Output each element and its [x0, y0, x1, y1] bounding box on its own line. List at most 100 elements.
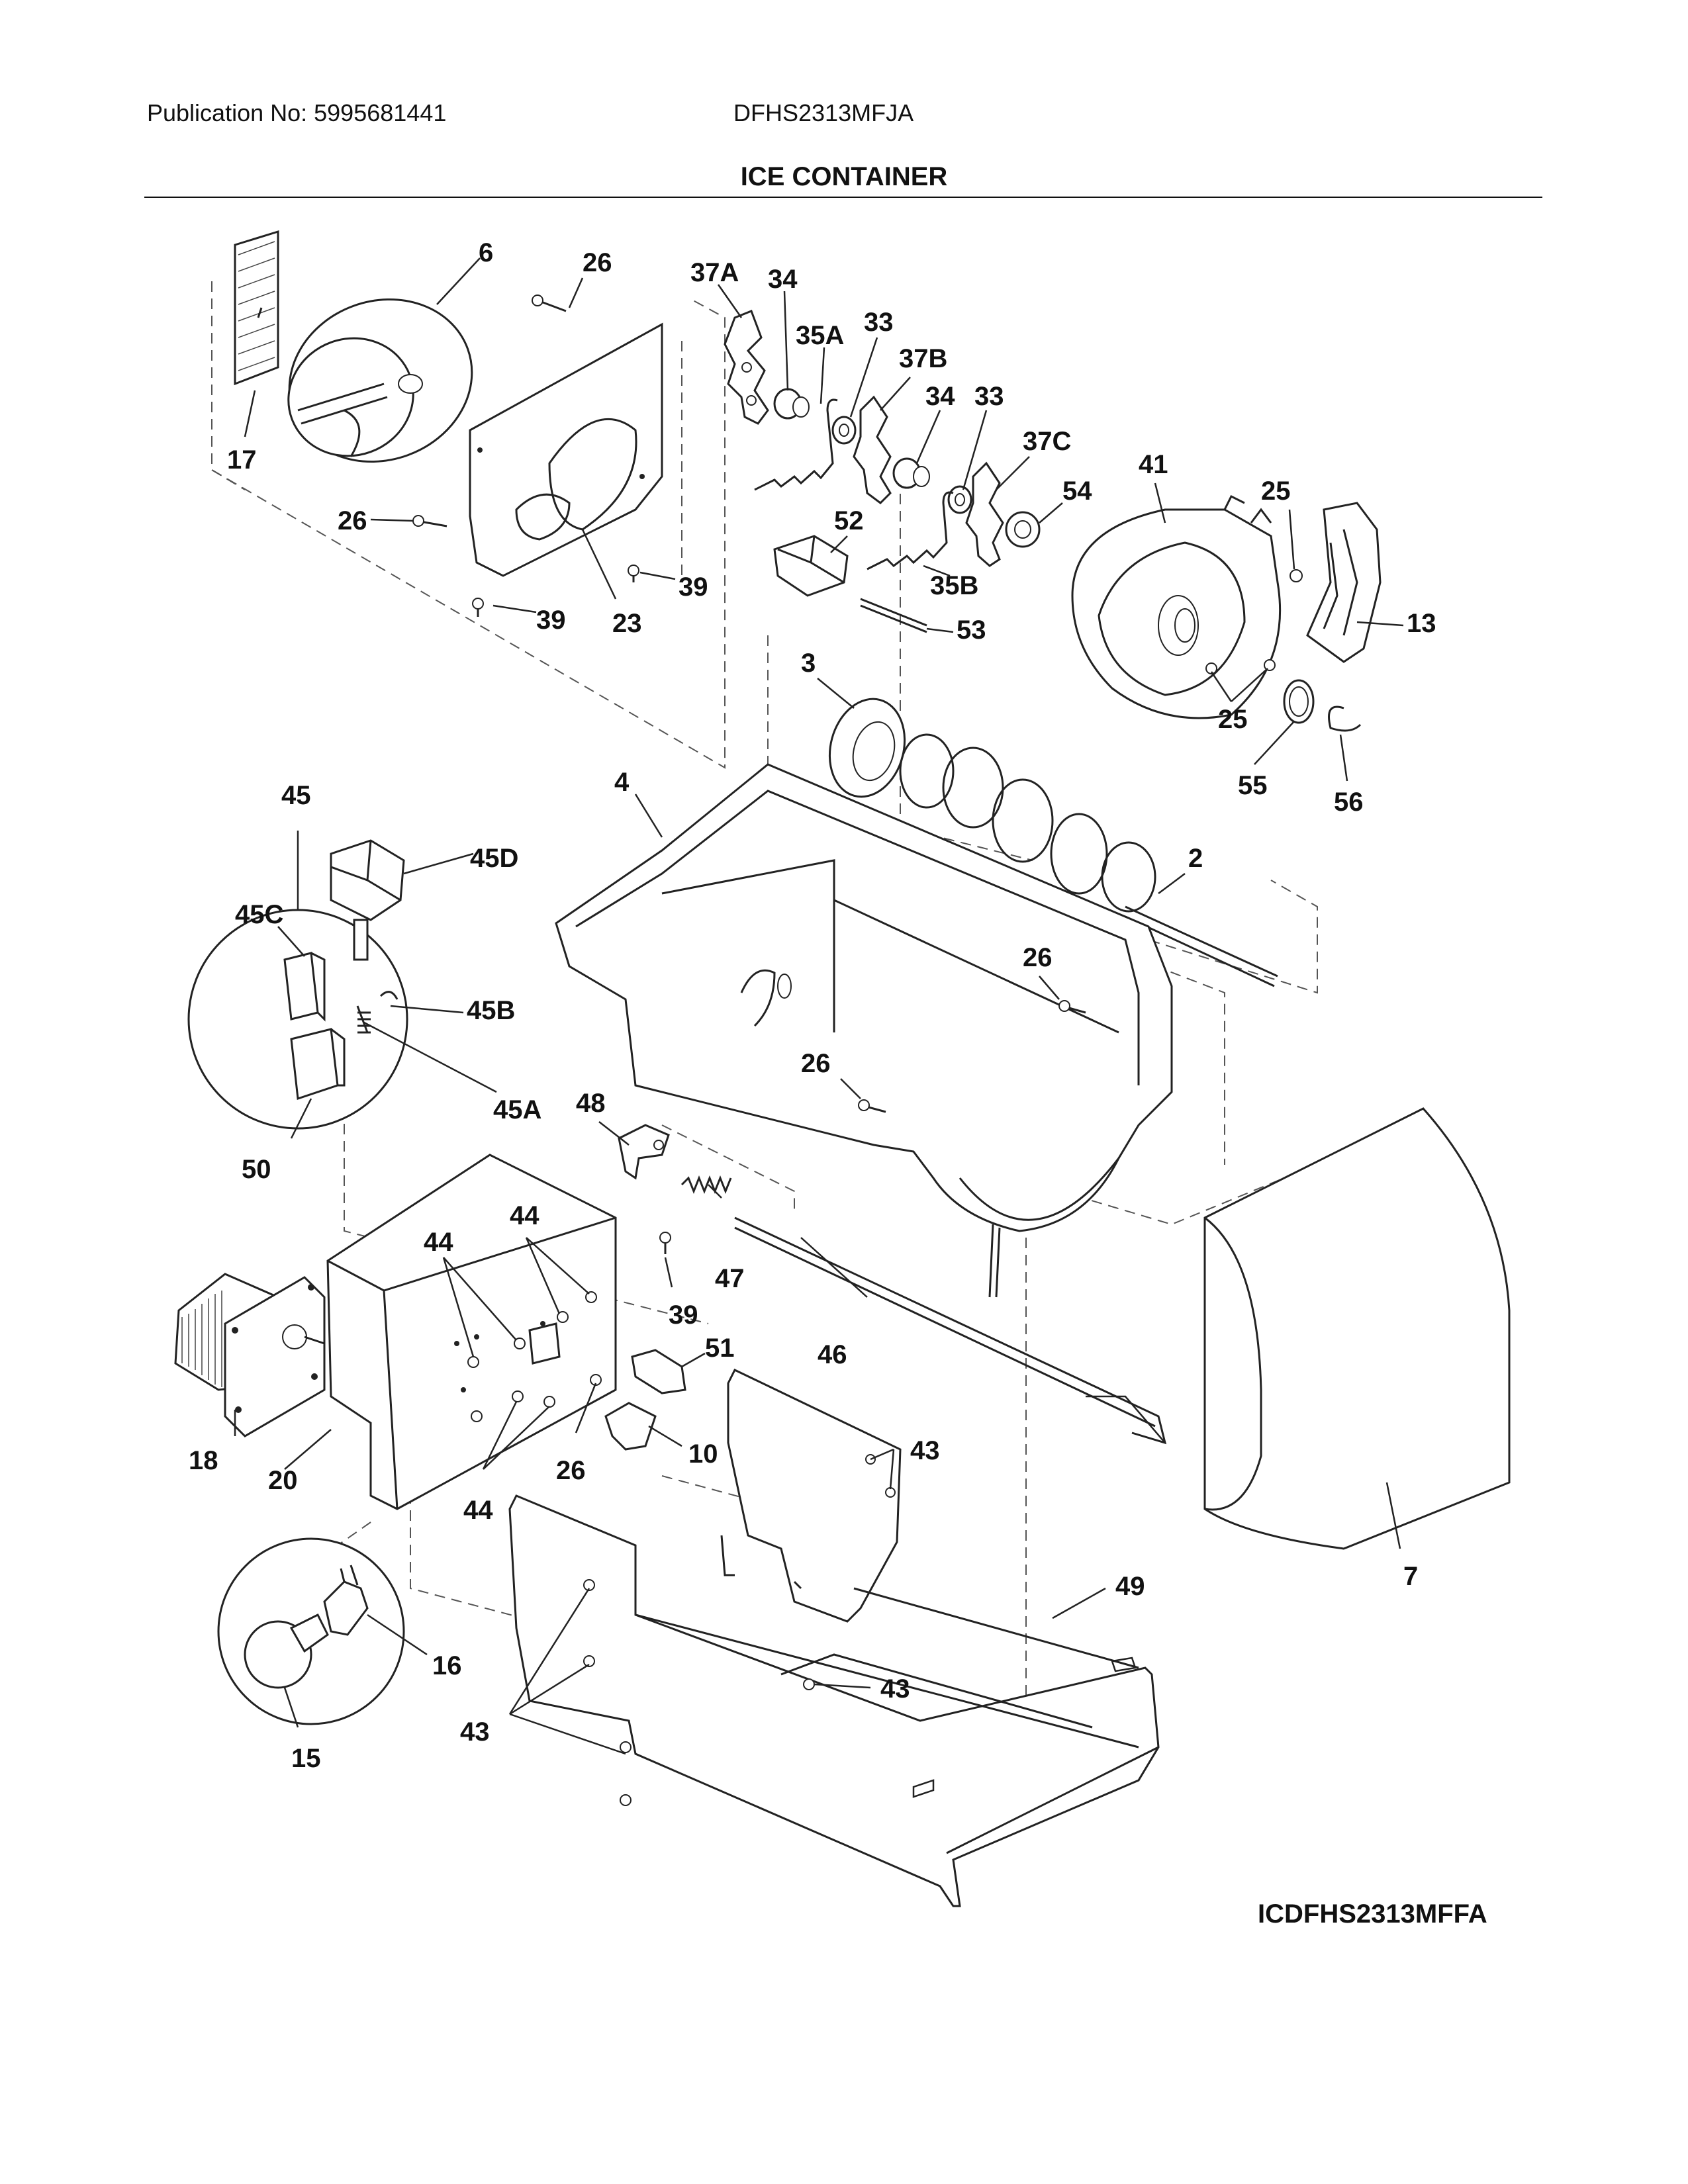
callout-26: 26: [338, 506, 367, 535]
callout-39: 39: [669, 1300, 698, 1330]
callout-39: 39: [679, 572, 708, 602]
callout-labels: 17 6 26 26 23 39 39 37A 34 35A 33 37B 34…: [189, 238, 1436, 1773]
callout-41: 41: [1139, 450, 1168, 479]
callout-45B: 45B: [467, 996, 515, 1025]
callout-33: 33: [974, 382, 1004, 411]
callout-47: 47: [715, 1264, 745, 1293]
part-6-fan-housing: [287, 298, 473, 463]
callout-10: 10: [688, 1439, 718, 1469]
callout-16: 16: [432, 1651, 462, 1680]
part-4-ice-bin: [555, 763, 1173, 1298]
part-53-pin: [860, 598, 927, 633]
callout-51: 51: [705, 1334, 735, 1363]
callout-23: 23: [612, 609, 642, 638]
screws-upper-left: [412, 295, 639, 617]
part-13-deflector: [1306, 502, 1382, 663]
callout-37C: 37C: [1023, 427, 1071, 456]
part-46-rod: [734, 1216, 1167, 1445]
screws-25: [1205, 569, 1303, 674]
callout-54: 54: [1062, 477, 1092, 506]
part-56-clip: [1328, 705, 1362, 732]
callout-2: 2: [1188, 844, 1203, 873]
callout-7: 7: [1403, 1562, 1418, 1591]
callout-26: 26: [583, 248, 612, 277]
part-7-front-cover: [1203, 1107, 1511, 1550]
callout-45: 45: [281, 781, 311, 810]
callout-35A: 35A: [796, 321, 844, 350]
part-35A-spring: [754, 398, 838, 491]
screws-44-and-26: [467, 1291, 602, 1422]
part-3-retainer: [828, 698, 906, 798]
callout-56: 56: [1334, 788, 1364, 817]
callout-26: 26: [1023, 943, 1053, 972]
part-18-auger-motor: [174, 1273, 326, 1437]
part-37B-gear-arm: [853, 395, 892, 504]
part-10-actuator: [604, 1402, 657, 1451]
callout-37A: 37A: [690, 258, 739, 287]
part-55-ring: [1283, 679, 1315, 724]
callout-20: 20: [268, 1466, 298, 1495]
part-45-solenoid-inset: [187, 839, 408, 1130]
part-48-bracket: [618, 1124, 670, 1180]
part-34-bushing: [773, 388, 930, 489]
callout-37B: 37B: [899, 344, 947, 373]
title-divider: [144, 197, 1542, 198]
part-20-motor-bracket: [326, 1154, 617, 1510]
leader-lines: [234, 257, 1404, 1755]
callout-15: 15: [291, 1744, 321, 1773]
callout-45A: 45A: [493, 1095, 541, 1124]
callout-25: 25: [1218, 705, 1248, 734]
diagram-code: ICDFHS2313MFFA: [1258, 1899, 1487, 1929]
part-49-drawer-frame: [508, 1494, 1160, 1907]
callout-48: 48: [576, 1089, 606, 1118]
part-54-bearing: [1005, 511, 1041, 548]
screws-43: [583, 1579, 815, 1806]
part-15-16-light-inset: [217, 1537, 405, 1725]
callout-34: 34: [925, 382, 955, 411]
part-52-actuator-block: [773, 535, 849, 597]
callout-4: 4: [614, 768, 630, 797]
callout-13: 13: [1407, 609, 1436, 638]
page-title: ICE CONTAINER: [740, 162, 948, 191]
part-33-washer: [831, 416, 972, 514]
callout-35B: 35B: [930, 571, 978, 600]
callout-43: 43: [880, 1674, 910, 1704]
callout-45D: 45D: [470, 844, 518, 873]
callout-43: 43: [460, 1717, 490, 1747]
callout-33: 33: [864, 308, 894, 337]
callout-44: 44: [463, 1496, 493, 1525]
callout-34: 34: [768, 265, 798, 294]
part-2-auger-coil: [899, 733, 1278, 987]
callout-52: 52: [834, 506, 864, 535]
callout-46: 46: [818, 1340, 847, 1369]
callout-26: 26: [801, 1049, 831, 1078]
callout-26: 26: [556, 1456, 586, 1485]
part-51-cam: [631, 1349, 686, 1394]
screw-39-lower: [659, 1232, 671, 1254]
screws-26-bin: [858, 1000, 1086, 1113]
part-35B-spring: [867, 491, 954, 570]
callout-49: 49: [1115, 1572, 1145, 1601]
callout-17: 17: [227, 445, 257, 475]
part-37A-gear-arm: [724, 310, 769, 425]
part-37C-gear-arm: [965, 461, 1004, 567]
callout-3: 3: [801, 649, 816, 678]
callout-45C: 45C: [235, 900, 283, 929]
callout-43: 43: [910, 1436, 940, 1465]
callout-6: 6: [479, 238, 493, 267]
callout-44: 44: [510, 1201, 539, 1230]
part-43-bracket: [720, 1369, 902, 1623]
part-41-gear-cover: [1071, 494, 1282, 719]
model-number: DFHS2313MFJA: [733, 99, 914, 126]
callout-55: 55: [1238, 771, 1268, 800]
callout-44: 44: [424, 1228, 453, 1257]
callout-50: 50: [242, 1155, 271, 1184]
callout-53: 53: [957, 615, 986, 645]
callout-25: 25: [1261, 477, 1291, 506]
part-23-mounting-plate: [469, 322, 663, 577]
callout-18: 18: [189, 1446, 218, 1475]
callout-39: 39: [536, 606, 566, 635]
publication-number: Publication No: 5995681441: [147, 99, 447, 126]
part-17-filter-pad: [234, 230, 279, 386]
